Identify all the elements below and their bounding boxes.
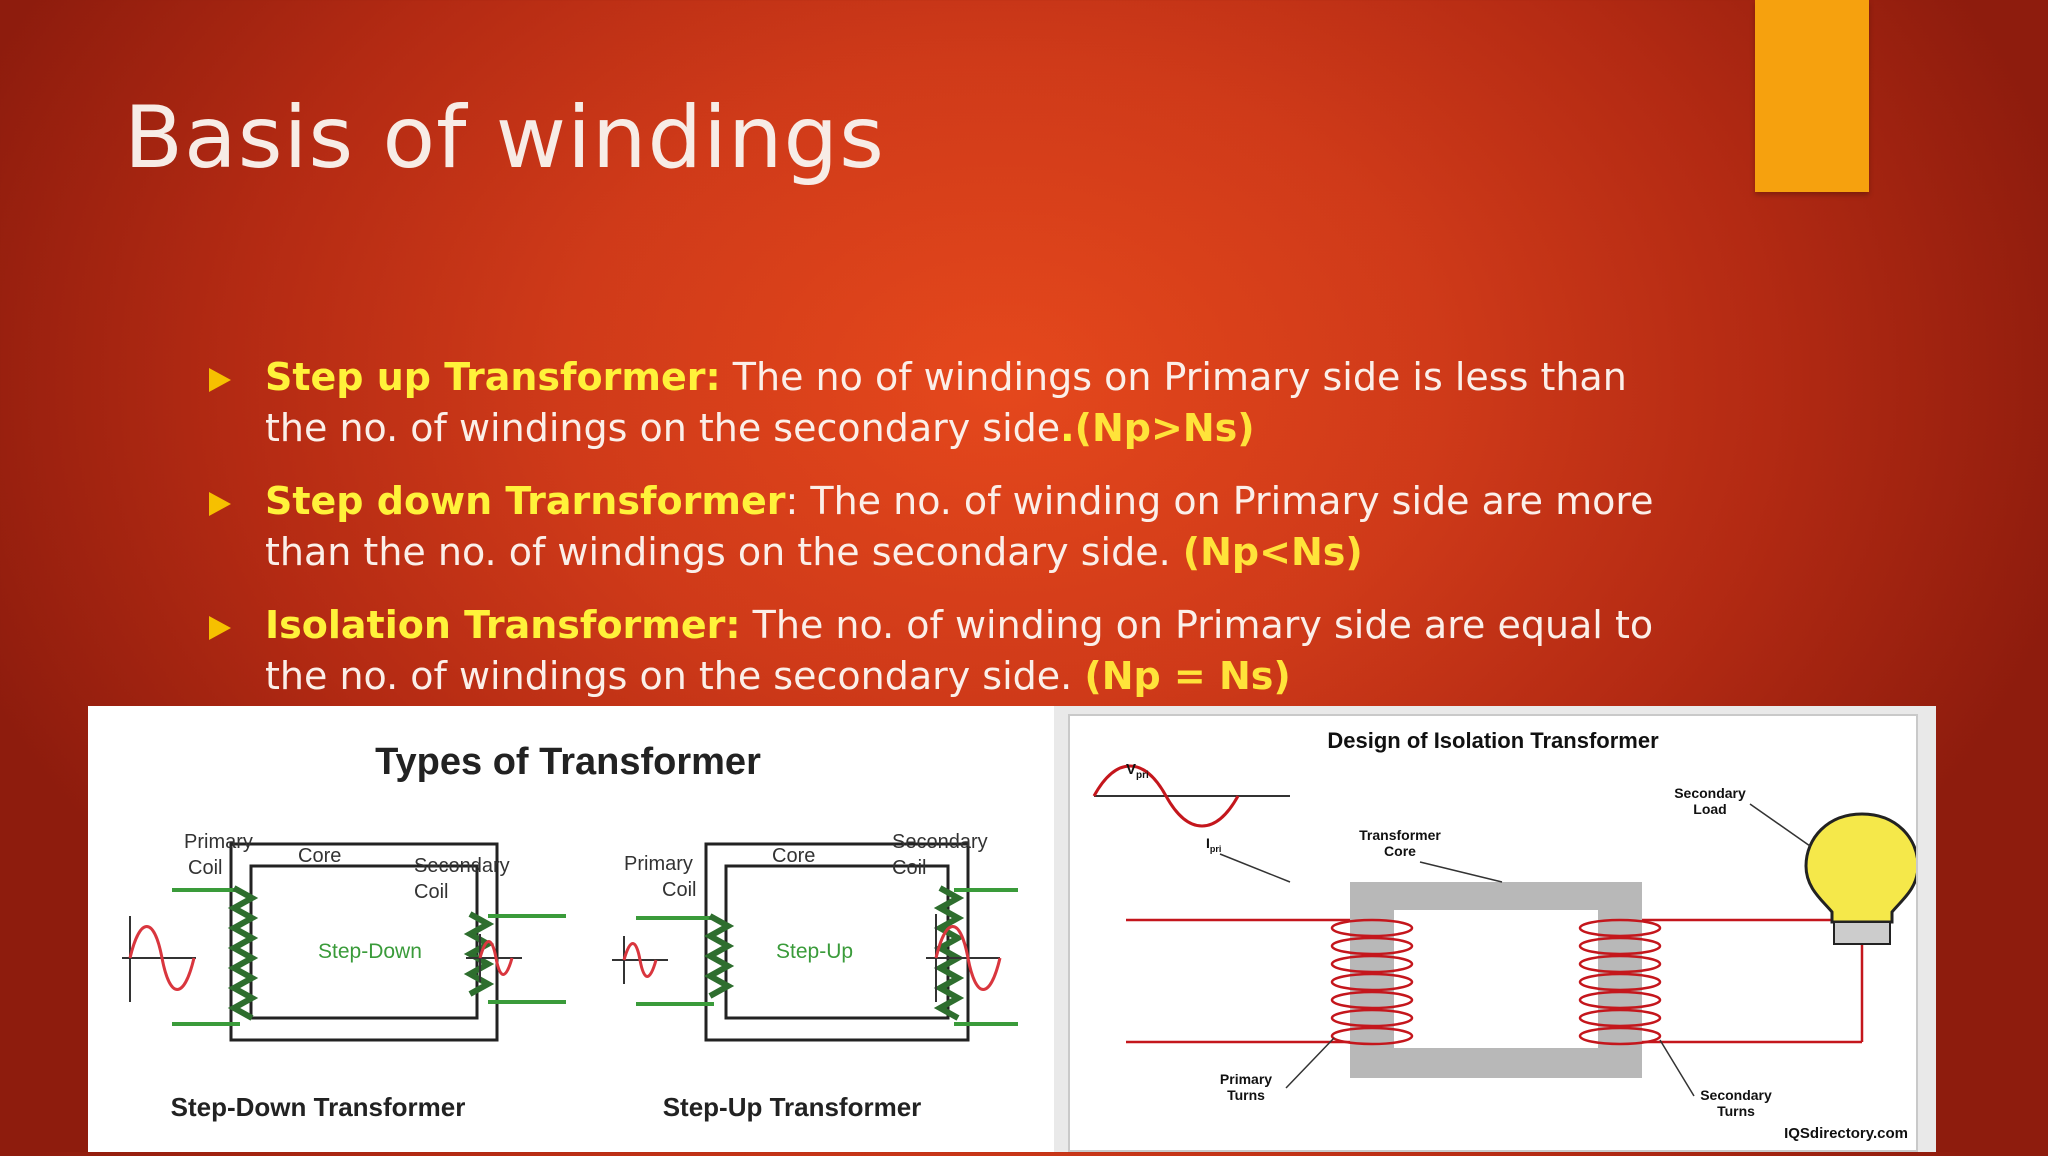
step-up-diagram: Primary Coil Core Secondary Coil Step-Up…: [612, 831, 1018, 1122]
bullet-isolation: Isolation Transformer: The no. of windin…: [205, 600, 1685, 702]
primary-coil-label-2: Coil: [188, 857, 222, 879]
secondary-coil-label-2: Coil: [892, 857, 926, 879]
load-label: Secondary: [1674, 785, 1746, 801]
bullet-term: Isolation Transformer:: [265, 603, 741, 647]
step-down-caption: Step-Down Transformer: [171, 1092, 466, 1122]
bulb-icon: [1804, 812, 1920, 945]
step-down-diagram: Primary Coil Core Secondary Coil Step-Do…: [122, 831, 566, 1122]
secondary-coil-label: Secondary: [414, 855, 510, 877]
credit-text: IQSdirectory.com: [1784, 1125, 1908, 1142]
isolation-diagram: Design of Isolation Transformer Vpri Ipr…: [1092, 728, 1920, 1142]
bullet-term: Step down Trarnsformer: [265, 479, 786, 523]
ipri-symbol: I: [1206, 835, 1210, 851]
vpri-wave: [1092, 764, 1240, 828]
secondary-coil-label-2: Coil: [414, 881, 448, 903]
ipri-pointer: [1219, 853, 1291, 883]
step-down-center-label: Step-Down: [318, 940, 422, 963]
primary-turns-label: Primary: [1220, 1071, 1272, 1087]
output-wave: [934, 925, 1002, 991]
secondary-coil-label: Secondary: [892, 831, 988, 853]
primary-turns-coil: [1330, 918, 1414, 1046]
primary-coil-label: Primary: [624, 853, 693, 875]
accent-bar: [1755, 0, 1869, 192]
core-pointer: [1419, 861, 1503, 883]
vpri-symbol: V: [1126, 761, 1136, 778]
core-label: Transformer: [1359, 827, 1441, 843]
input-wave: [622, 942, 658, 978]
primary-coil-label: Primary: [184, 831, 253, 853]
bullet-arrow-icon: [209, 616, 231, 640]
core-outer: [704, 842, 970, 1042]
bullet-step-down: Step down Trarnsformer: The no. of windi…: [205, 476, 1685, 578]
secondary-turns-coil: [1578, 918, 1662, 1046]
secondary-coil: [933, 885, 965, 1021]
bullet-list: Step up Transformer: The no of windings …: [205, 352, 1685, 724]
isolation-transformer-figure: Design of Isolation Transformer Vpri Ipr…: [1054, 706, 1936, 1152]
load-label-2: Load: [1693, 801, 1726, 817]
output-wave: [478, 940, 514, 976]
slide-title: Basis of windings: [124, 88, 885, 188]
primary-coil-label-2: Coil: [662, 879, 696, 901]
bullet-text: The no of windings on Primary side is le…: [265, 355, 1627, 450]
input-wave: [128, 925, 196, 991]
bullet-ratio: (Np>Ns): [1074, 406, 1255, 450]
secondary-turns-pointer: [1659, 1039, 1695, 1097]
core-inner: [249, 864, 479, 1020]
secondary-turns-label: Secondary: [1700, 1087, 1772, 1103]
primary-turns-pointer: [1285, 1037, 1335, 1089]
bullet-step-up: Step up Transformer: The no of windings …: [205, 352, 1685, 454]
bullet-arrow-icon: [209, 368, 231, 392]
types-of-transformer-figure: Types of Transformer Primary Coil Core S…: [88, 706, 1056, 1152]
step-up-center-label: Step-Up: [776, 940, 853, 963]
core-label: Core: [298, 845, 341, 867]
secondary-turns-label-2: Turns: [1717, 1103, 1755, 1119]
load-pointer: [1749, 803, 1811, 847]
bullet-term: Step up Transformer:: [265, 355, 721, 399]
vpri-subscript: pri: [1136, 770, 1149, 781]
bullet-text: The no. of winding on Primary side are e…: [265, 603, 1654, 698]
primary-coil: [703, 913, 735, 999]
vpri-label: Vpri: [1126, 761, 1149, 781]
primary-turns-label-2: Turns: [1227, 1087, 1265, 1103]
ipri-label: Ipri: [1206, 835, 1221, 854]
primary-coil: [227, 885, 259, 1021]
bullet-text: : The no. of winding on Primary side are…: [265, 479, 1654, 574]
isolation-heading: Design of Isolation Transformer: [1327, 728, 1659, 753]
types-diagram: Types of Transformer Primary Coil Core S…: [122, 741, 1018, 1122]
bullet-arrow-icon: [209, 492, 231, 516]
core-label-2: Core: [1384, 843, 1416, 859]
types-heading: Types of Transformer: [375, 741, 761, 783]
bullet-ratio: (Np<Ns): [1182, 530, 1363, 574]
step-up-caption: Step-Up Transformer: [663, 1092, 922, 1122]
secondary-coil: [463, 911, 495, 997]
bullet-dot: .: [1060, 406, 1075, 450]
core-outer: [229, 842, 499, 1042]
ipri-subscript: pri: [1210, 844, 1222, 854]
core-label: Core: [772, 845, 815, 867]
isolation-figure-frame: Design of Isolation Transformer Vpri Ipr…: [1068, 714, 1920, 1152]
bullet-ratio: (Np = Ns): [1084, 654, 1291, 698]
core-window: [1394, 910, 1598, 1048]
